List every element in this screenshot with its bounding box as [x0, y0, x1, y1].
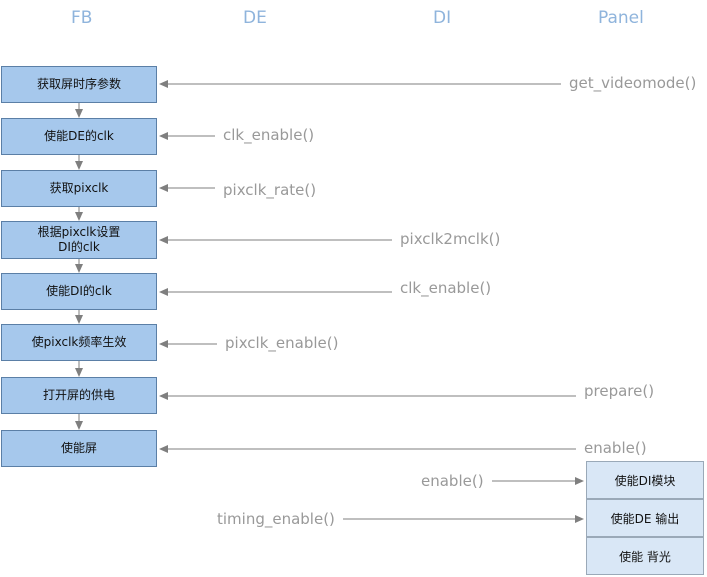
fb-step-enable-di-clk: 使能DI的clk	[1, 273, 157, 310]
fb-step-enable-de-clk: 使能DE的clk	[1, 118, 157, 155]
call-prepare: prepare()	[584, 382, 655, 400]
call-pixclk-rate: pixclk_rate()	[223, 181, 317, 199]
call-di-clk-enable: clk_enable()	[400, 279, 492, 297]
panel-step-enable-di: 使能DI模块	[586, 461, 704, 499]
fb-step-get-pixclk: 获取pixclk	[1, 170, 157, 207]
call-pixclk-enable: pixclk_enable()	[225, 334, 339, 352]
panel-call-timing-enable: timing_enable()	[217, 510, 335, 528]
call-pixclk2mclk: pixclk2mclk()	[400, 230, 501, 248]
call-de-clk-enable: clk_enable()	[223, 126, 315, 144]
fb-step-get-timing: 获取屏时序参数	[1, 66, 157, 103]
fb-step-pixclk-effective: 使pixclk频率生效	[1, 324, 157, 361]
column-header-de: DE	[243, 8, 267, 28]
call-get-videomode: get_videomode()	[569, 74, 697, 92]
panel-step-enable-de-output: 使能DE 输出	[586, 499, 704, 537]
panel-step-enable-backlight: 使能 背光	[586, 537, 704, 575]
fb-step-enable-panel: 使能屏	[1, 430, 157, 467]
call-enable: enable()	[584, 439, 647, 457]
column-header-di: DI	[433, 8, 452, 28]
fb-step-set-di-clk: 根据pixclk设置 DI的clk	[1, 221, 157, 259]
column-header-fb: FB	[71, 8, 93, 28]
fb-step-power-panel: 打开屏的供电	[1, 377, 157, 414]
panel-call-enable: enable()	[421, 472, 484, 490]
column-header-panel: Panel	[598, 8, 644, 28]
